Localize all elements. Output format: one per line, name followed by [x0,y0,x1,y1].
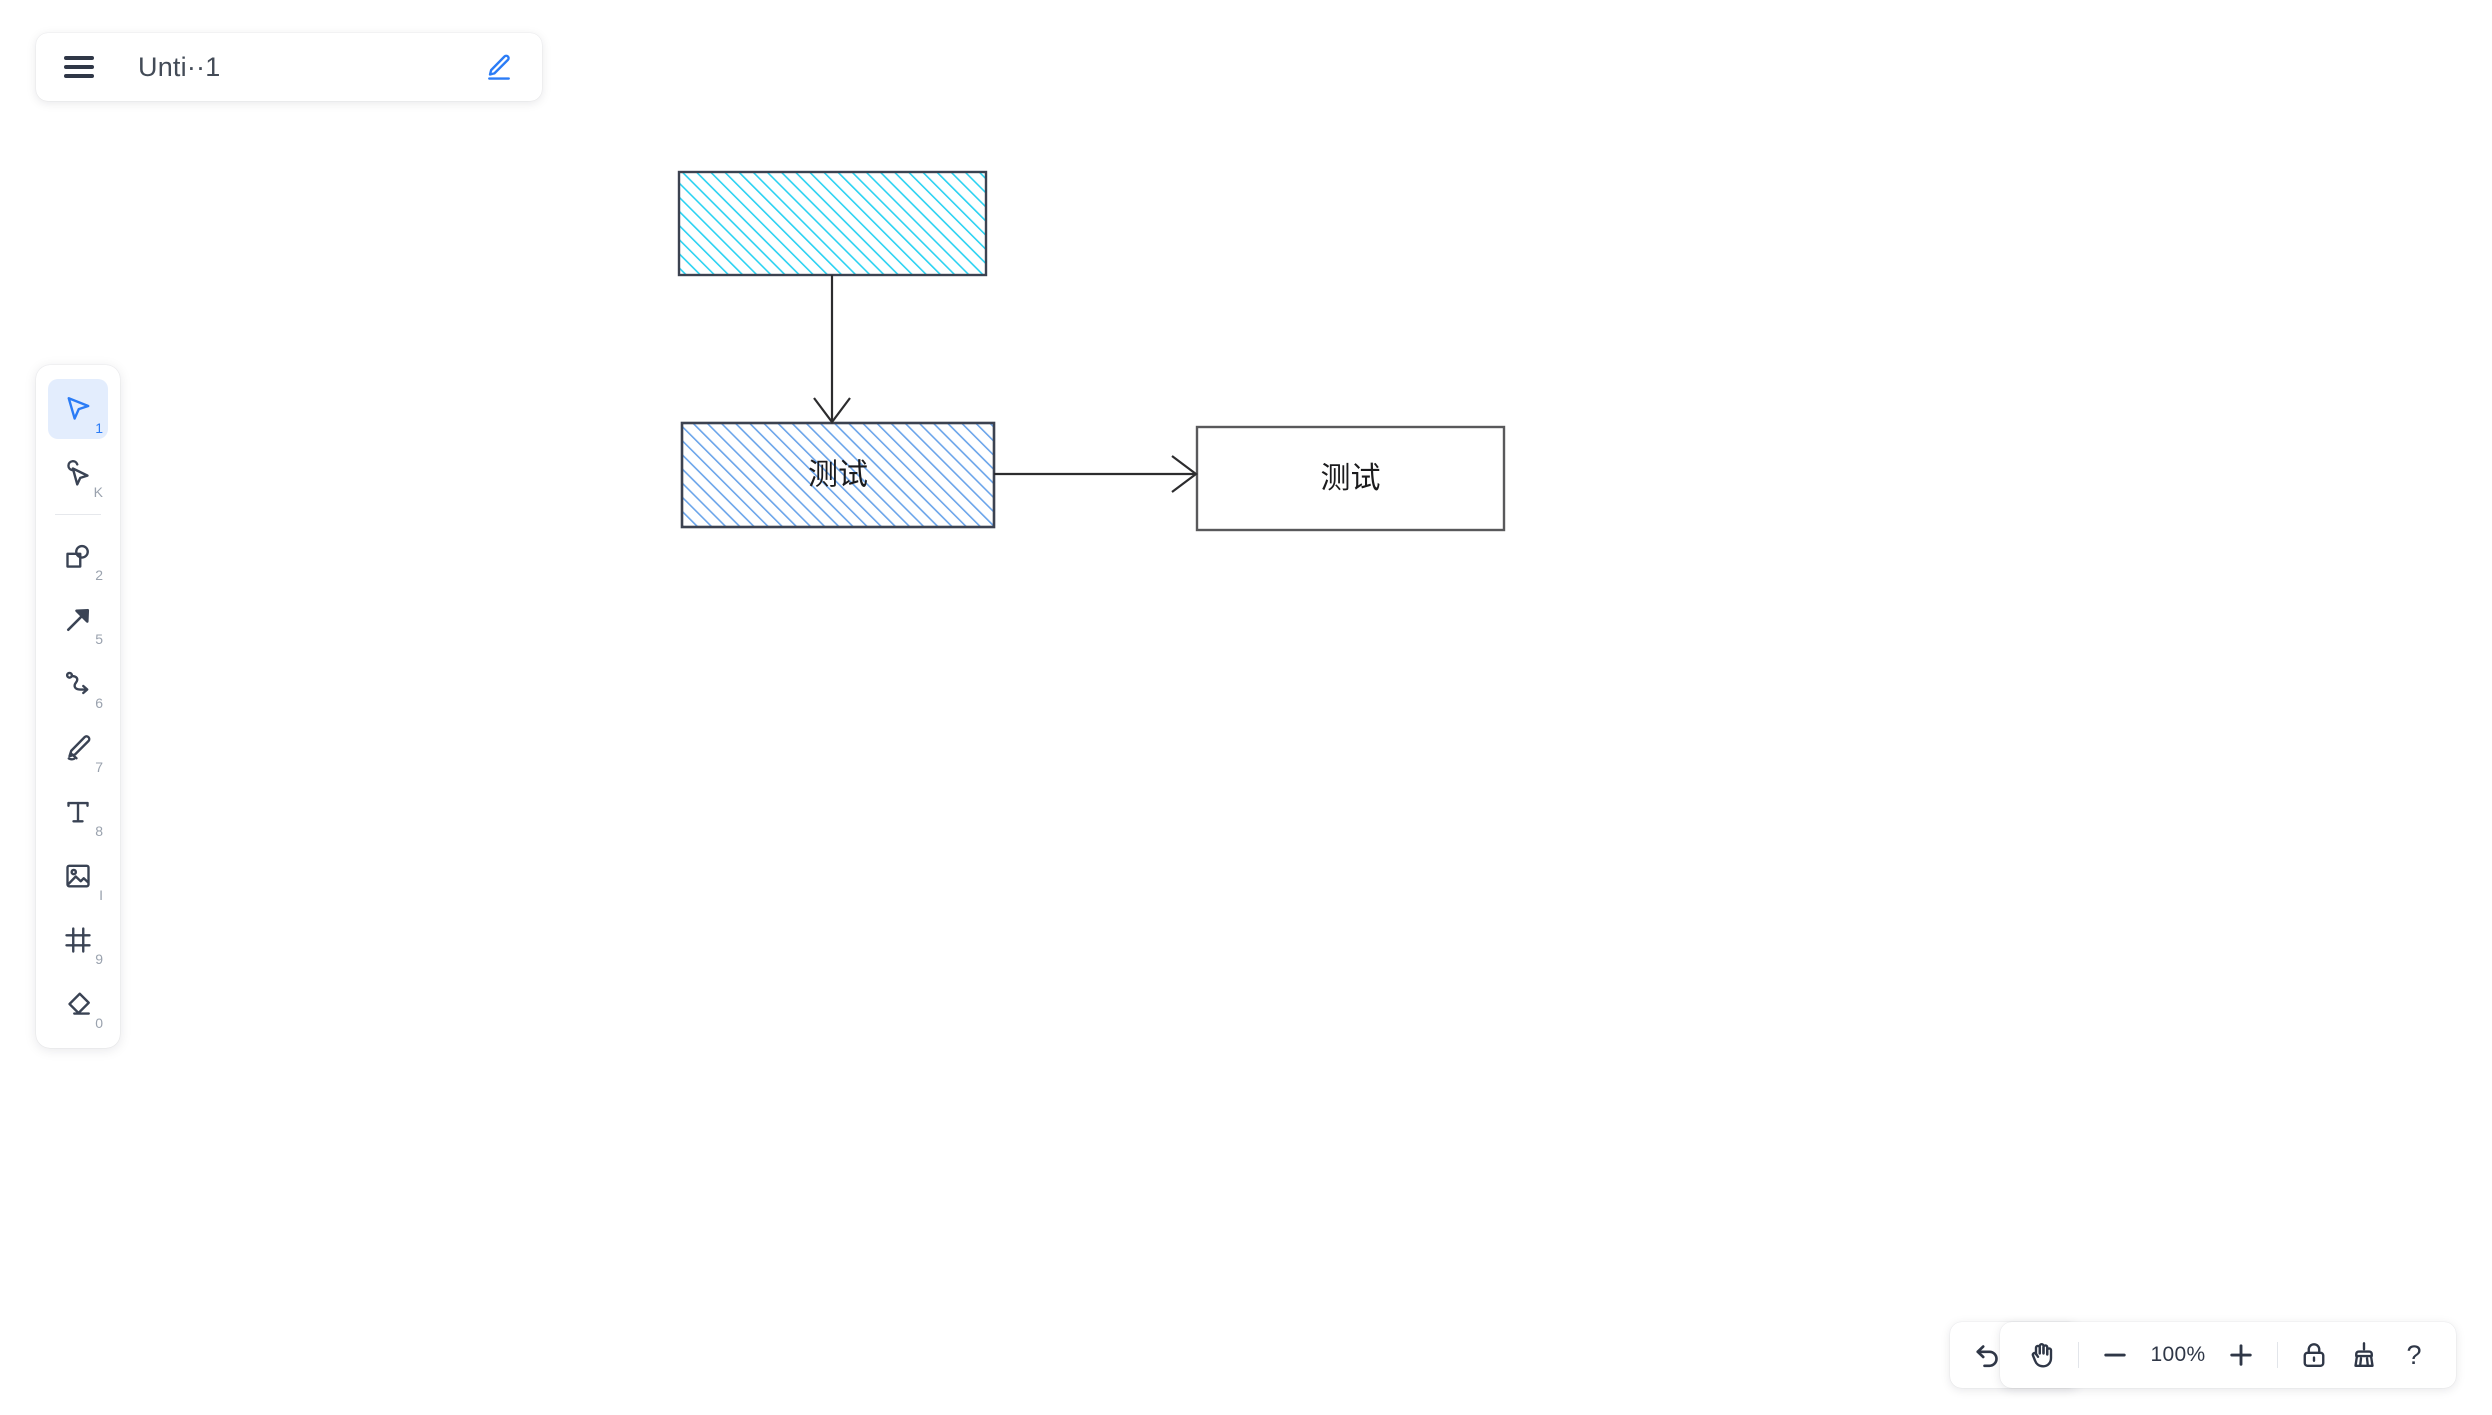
canvas-node[interactable] [677,170,988,277]
sidebar-item-arrow-tool[interactable]: 5 [48,590,108,650]
cursor-arrow-icon [63,394,93,424]
toolbar-divider [2277,1342,2278,1368]
tool-shortcut: 2 [95,567,103,583]
node-label: 测试 [1321,462,1381,495]
canvas-node[interactable]: 测试 [1195,425,1506,532]
hamburger-line [64,74,94,78]
text-t-icon [63,797,93,827]
highlighter-pen-icon [63,733,93,763]
document-title[interactable]: Unti··1 [138,51,221,82]
hamburger-line [64,56,94,60]
canvas-node[interactable]: 测试 [680,421,996,529]
hamburger-line [64,65,94,69]
zoom-in-button[interactable] [2217,1331,2265,1379]
node-rect[interactable] [1195,425,1506,532]
toolbar-divider [2078,1342,2079,1368]
sidebar-item-shape-tool[interactable]: 2 [48,526,108,586]
document-titlebar: Unti··1 [36,33,542,101]
sidebar-item-image-tool[interactable]: I [48,846,108,906]
tool-rail: 1 K 2 [36,365,120,1048]
node-label: 测试 [808,459,868,492]
curved-connector-icon [63,669,93,699]
canvas-edge[interactable] [994,455,1198,493]
sidebar-item-text-tool[interactable]: 8 [48,782,108,842]
tool-shortcut: I [99,887,103,903]
zoom-level-label[interactable]: 100% [2150,1343,2206,1366]
node-rect[interactable] [680,421,996,529]
clean-canvas-button[interactable] [2340,1331,2388,1379]
image-picture-icon [63,861,93,891]
cursor-select-icon [63,458,93,488]
zoom-out-button[interactable] [2091,1331,2139,1379]
sidebar-item-select-tool[interactable]: 1 [48,379,108,439]
undo-button[interactable] [1964,1331,2012,1379]
hand-pan-button[interactable] [2018,1331,2066,1379]
node-rect[interactable] [677,170,988,277]
edge-arrowhead [813,397,851,424]
zoom-toolbar: 100% ? [2000,1322,2456,1388]
shapes-icon [63,541,93,571]
help-button[interactable]: ? [2390,1331,2438,1379]
question-mark-icon: ? [2406,1339,2422,1370]
lock-button[interactable] [2290,1331,2338,1379]
tool-shortcut: 6 [95,695,103,711]
tool-rail-divider [55,514,101,515]
canvas-edge[interactable] [813,275,851,424]
pencil-edit-icon[interactable] [480,48,518,86]
tool-shortcut: K [93,484,103,500]
eraser-icon [63,989,93,1019]
edge-arrowhead [1171,455,1198,493]
tool-shortcut: 5 [95,631,103,647]
sidebar-item-pen-tool[interactable]: 7 [48,718,108,778]
hamburger-menu-icon[interactable] [64,56,94,78]
tool-shortcut: 9 [95,951,103,967]
sidebar-item-connector-tool[interactable]: 6 [48,654,108,714]
tool-shortcut: 0 [95,1015,103,1031]
tool-shortcut: 7 [95,759,103,775]
tool-shortcut: 8 [95,823,103,839]
tool-shortcut: 1 [95,420,103,436]
sidebar-item-lasso-tool[interactable]: K [48,443,108,503]
sidebar-item-frame-tool[interactable]: 9 [48,910,108,970]
arrow-diagonal-icon [63,605,93,635]
frame-crop-icon [63,925,93,955]
sidebar-item-eraser-tool[interactable]: 0 [48,974,108,1034]
